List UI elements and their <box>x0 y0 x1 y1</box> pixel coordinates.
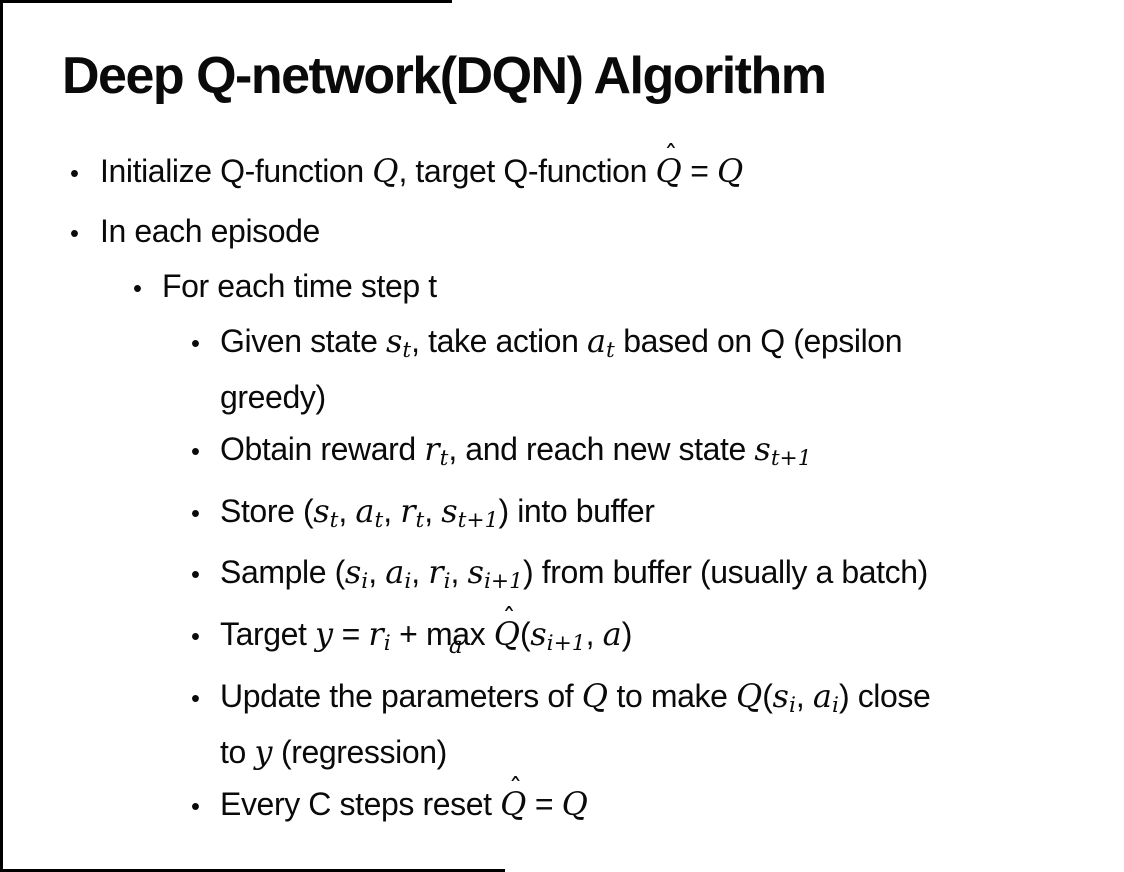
math-variable: Q <box>493 615 520 654</box>
bullet-item-level-3: • Store (st, at, rt, st+1) into buffer <box>0 488 1108 544</box>
math-subscript: t <box>329 507 339 533</box>
bullet-text: Store (st, at, rt, st+1) into buffer <box>220 491 655 533</box>
math-subscript: i <box>361 569 369 595</box>
bullet-text: Update the parameters of Q to make Q(si,… <box>220 676 931 771</box>
math-variable: a <box>586 322 607 360</box>
math-subscript: t <box>374 507 384 533</box>
math-subscript: t <box>415 507 425 533</box>
math-variable: Q <box>655 152 682 190</box>
hat-accent-icon: ˆ <box>508 773 523 805</box>
bullet-item-level-1: • Initialize Q-function Q, target Q-funct… <box>0 141 1108 197</box>
bullet-item-level-3: •Obtain reward rt, and reach new state s… <box>0 426 1108 482</box>
math-variable: y <box>254 732 273 771</box>
math-subscript: i <box>443 569 451 595</box>
bullet-icon: • <box>70 220 79 248</box>
bullet-icon: • <box>70 160 79 188</box>
hat-accent-icon: ˆ <box>502 603 516 635</box>
frame-edge-left <box>0 0 3 872</box>
math-subscript: i <box>383 630 391 656</box>
math-subscript: t <box>439 445 449 471</box>
bullet-icon: • <box>133 275 142 303</box>
math-variable: s <box>530 615 547 654</box>
math-variable: r <box>424 429 440 468</box>
math-variable: r <box>368 615 384 654</box>
math-variable: s <box>772 676 789 715</box>
bullet-item-level-3: • Sample (si, ai, ri, si+1) from buffer (… <box>0 549 1108 605</box>
math-variable: y <box>315 615 334 654</box>
bullet-text: In each episode <box>100 213 320 249</box>
bullet-item-level-3: • Update the parameters of Q to make Q(si… <box>0 673 1108 775</box>
math-subscript: i <box>404 569 412 595</box>
math-subscript: i <box>831 692 839 718</box>
math-variable: Q <box>717 152 744 190</box>
bullet-icon: • <box>191 561 200 590</box>
math-subscript: i+1 <box>546 630 586 656</box>
math-variable: Q <box>736 676 763 715</box>
bullet-text: Initialize Q-function Q, target Q-functi… <box>100 141 1108 194</box>
bullet-icon: • <box>191 437 200 466</box>
bullet-item-level-2: • For each time step t <box>0 263 1108 312</box>
math-variable: s <box>313 491 330 530</box>
math-variable: r <box>428 553 444 592</box>
slide-title: Deep Q-network(DQN) Algorithm <box>62 47 827 105</box>
math-subscript: t+1 <box>770 445 812 471</box>
math-variable: a <box>602 615 622 654</box>
bullet-icon: • <box>191 792 200 821</box>
bullet-item-level-1: • In each episode <box>0 208 1108 257</box>
frame-edge-bottom <box>0 869 505 872</box>
bullet-icon: • <box>191 499 200 528</box>
math-variable: s <box>344 553 362 592</box>
math-variable: s <box>754 429 771 468</box>
math-variable: s <box>385 322 403 360</box>
math-variable: a <box>812 676 832 715</box>
bullet-icon: • <box>191 623 200 652</box>
math-variable: Q <box>500 784 527 823</box>
math-variable: r <box>400 491 416 530</box>
bullet-text: Obtain reward rt, and reach new state st… <box>220 429 812 471</box>
math-variable: s <box>467 553 484 592</box>
bullet-text: Sample (si, ai, ri, si+1) from buffer (u… <box>220 553 928 595</box>
math-variable: Q <box>581 676 609 715</box>
math-variable: Q <box>372 152 399 190</box>
bullet-icon: • <box>191 330 200 358</box>
math-subscript: t <box>402 337 412 363</box>
math-subscript: t <box>606 337 615 363</box>
bullet-text: For each time step t <box>162 268 437 304</box>
math-subscript: i <box>788 692 796 718</box>
math-variable: a <box>355 491 375 530</box>
frame-edge-top <box>0 0 452 3</box>
math-variable: Q <box>561 784 588 823</box>
math-variable: a <box>385 553 405 592</box>
math-variable: s <box>441 491 458 530</box>
bullet-text: Given state st, take action at based on … <box>220 322 903 415</box>
math-subscript: i+1 <box>483 569 523 595</box>
bullet-icon: • <box>191 684 200 713</box>
bullet-list: • Initialize Q-function Q, target Q-funct… <box>0 141 1108 830</box>
limit-under-script: a <box>448 632 463 659</box>
bullet-item-level-3: •Given state st, take action at based on… <box>0 318 1108 420</box>
math-subscript: t+1 <box>457 507 499 533</box>
hat-accent-icon: ˆ <box>664 140 678 172</box>
